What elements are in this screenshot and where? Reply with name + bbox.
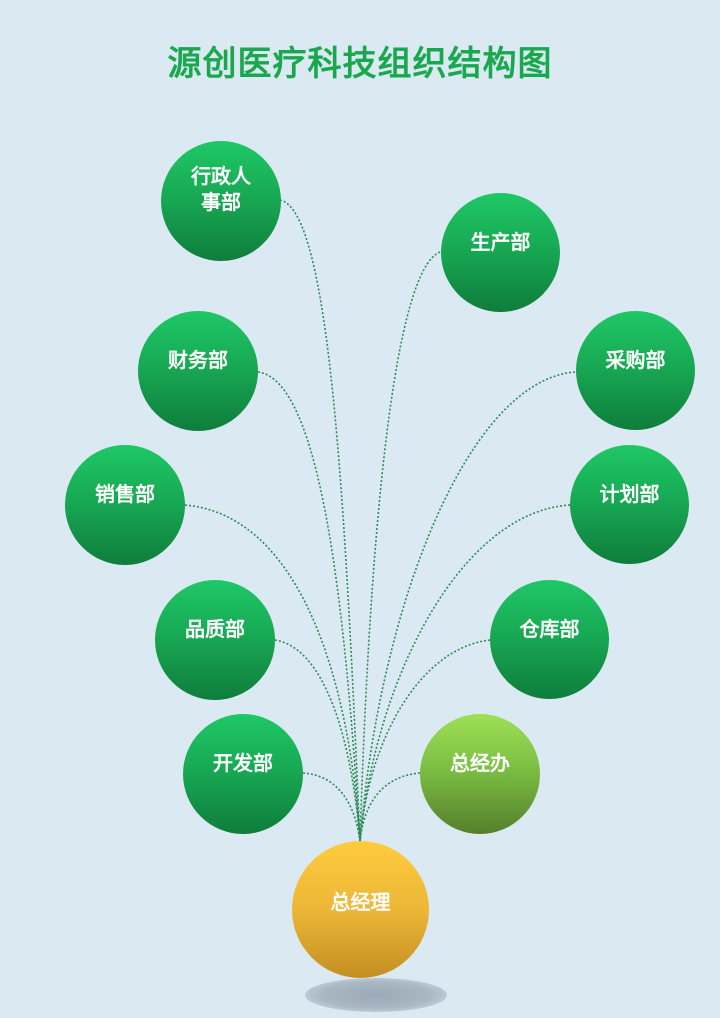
node-label: 总经办 <box>450 751 510 775</box>
link-finance <box>257 371 361 843</box>
chart-title: 源创医疗科技组织结构图 <box>167 44 553 84</box>
node-planning: 计划部 <box>570 445 689 564</box>
node-sales: 销售部 <box>65 445 185 565</box>
node-label: 仓库部 <box>519 617 580 641</box>
link-planning <box>359 504 571 843</box>
node-label: 总经理 <box>330 890 391 914</box>
node-admin-hr: 行政人 事部 <box>161 141 281 261</box>
link-warehouse <box>359 639 491 843</box>
node-label: 财务部 <box>168 348 228 372</box>
node-label: 计划部 <box>599 482 660 506</box>
root-node-shadow <box>305 978 447 1012</box>
node-production: 生产部 <box>441 193 560 312</box>
node-gm-office: 总经办 <box>420 714 540 834</box>
link-production <box>359 251 441 843</box>
link-admin-hr <box>279 199 361 843</box>
node-quality: 品质部 <box>155 580 275 700</box>
link-sales <box>184 504 361 843</box>
node-development: 开发部 <box>183 714 303 834</box>
node-label: 开发部 <box>213 751 273 775</box>
node-label: 销售部 <box>95 482 155 506</box>
node-label: 行政人 事部 <box>191 164 251 214</box>
node-label: 采购部 <box>605 348 666 372</box>
link-procurement <box>359 371 576 843</box>
node-warehouse: 仓库部 <box>490 580 609 699</box>
node-finance: 财务部 <box>138 311 258 431</box>
node-label: 生产部 <box>470 230 531 254</box>
node-label: 品质部 <box>185 617 245 641</box>
node-general-manager: 总经理 <box>292 841 429 978</box>
link-quality <box>274 639 361 843</box>
node-procurement: 采购部 <box>576 311 695 430</box>
link-development <box>302 772 361 843</box>
